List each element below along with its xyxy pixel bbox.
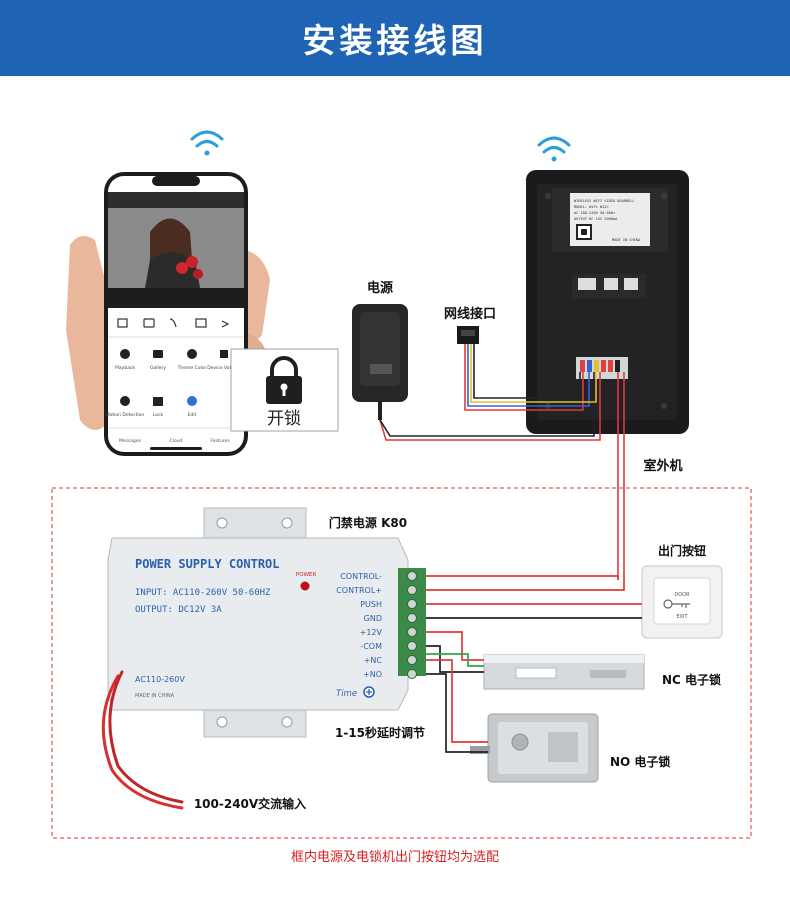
- power-adapter: [352, 304, 408, 420]
- terminal-label: GND: [364, 614, 382, 623]
- sticker-line: OUTPUT DC 15V 2000mA: [574, 217, 618, 221]
- exit-button[interactable]: DOOR EXIT: [641, 565, 723, 639]
- nav-messages[interactable]: Messages: [119, 438, 142, 444]
- terminal-label: CONTROL-: [340, 572, 382, 581]
- unlock-label: 开锁: [267, 409, 301, 429]
- terminal-labels: CONTROL- CONTROL+ PUSH GND +12V -COM +NC…: [336, 572, 382, 679]
- padlock-icon: [266, 356, 302, 404]
- unlock-popup[interactable]: 开锁: [230, 348, 339, 432]
- ac-input-label: 100-240V交流输入: [194, 796, 306, 811]
- menu-lock[interactable]: Lock: [153, 412, 164, 418]
- psu-input-rating: INPUT: AC110-260V 50-60HZ: [135, 588, 271, 598]
- terminal-label: PUSH: [360, 600, 382, 609]
- exit-button-exit-text: EXIT: [676, 614, 688, 620]
- network-port-connector: [457, 326, 479, 344]
- video-feed: [108, 208, 244, 288]
- phone-menu-icons: [120, 349, 228, 406]
- terminal-block: [398, 568, 426, 679]
- banner-title: 安装接线图: [302, 21, 488, 60]
- adapter-label: 电源: [367, 280, 393, 296]
- delay-label: 1-15秒延时调节: [335, 725, 425, 740]
- wifi-icon: [190, 130, 224, 156]
- nc-magnetic-lock: [483, 654, 645, 690]
- time-adjust-knob[interactable]: [363, 686, 375, 698]
- nc-lock-label: NC 电子锁: [662, 672, 721, 687]
- terminal-label: -COM: [360, 642, 382, 651]
- wifi-icon: [537, 136, 571, 162]
- nav-cloud[interactable]: Cloud: [170, 438, 183, 444]
- psu-unit[interactable]: POWER SUPPLY CONTROL INPUT: AC110-260V 5…: [107, 507, 426, 738]
- terminal-label: +NC: [364, 656, 383, 665]
- outdoor-unit: WIRELESS WIFI VIDEO DOORBELL MODEL: WiFi…: [526, 170, 689, 434]
- nav-features[interactable]: Features: [210, 438, 230, 444]
- sticker-line: WIRELESS WIFI VIDEO DOORBELL: [574, 199, 635, 203]
- psu-label: 门禁电源 K80: [329, 515, 407, 530]
- sticker-line: MODEL: WiFi WJ2C: [574, 205, 609, 209]
- sticker-line: MADE IN CHINA: [612, 238, 641, 242]
- phone-bottom-nav: Messages Cloud Features: [119, 438, 230, 444]
- network-port-label: 网线接口: [444, 306, 496, 322]
- phone-control-row: [117, 318, 230, 328]
- psu-output-rating: OUTPUT: DC12V 3A: [135, 605, 222, 615]
- footnote: 框内电源及电锁机出门按钮均为选配: [290, 850, 499, 865]
- psu-title: POWER SUPPLY CONTROL: [135, 557, 280, 571]
- sticker-line: AC 100-240V 50-60Hz: [574, 211, 615, 215]
- psu-output-wiring: [426, 574, 642, 753]
- menu-device-volume[interactable]: Device Volume: [207, 365, 241, 371]
- exit-button-door-text: DOOR: [674, 592, 690, 598]
- no-electric-lock: [470, 713, 599, 783]
- terminal-label: CONTROL+: [336, 586, 382, 595]
- phone-menu-labels: Playback Gallery Theme Color Device Volu…: [106, 365, 241, 418]
- time-label: Time: [336, 689, 357, 699]
- terminal-label: +12V: [360, 628, 383, 637]
- menu-theme-color[interactable]: Theme Color: [177, 365, 207, 371]
- no-lock-label: NO 电子锁: [610, 754, 670, 769]
- menu-edit[interactable]: Edit: [188, 412, 197, 418]
- title-banner: 安装接线图: [0, 0, 790, 76]
- key-icon: [663, 599, 690, 609]
- smartphone: Playback Gallery Theme Color Device Volu…: [104, 172, 248, 456]
- model-sticker-text: WIRELESS WIFI VIDEO DOORBELL MODEL: WiFi…: [574, 199, 641, 242]
- power-led-label: POWER: [296, 572, 317, 578]
- ac-input-cable: [101, 670, 184, 810]
- power-led: [300, 581, 310, 591]
- psu-ac-label: AC110-260V: [135, 675, 185, 684]
- menu-motion-detection[interactable]: Motion Detection: [106, 412, 145, 418]
- terminal-label: +NO: [363, 670, 382, 679]
- wiring-diagram: Playback Gallery Theme Color Device Volu…: [51, 130, 752, 839]
- psu-made-in: MADE IN CHINA: [135, 693, 175, 699]
- outdoor-unit-label: 室外机: [643, 458, 682, 474]
- menu-gallery[interactable]: Gallery: [150, 365, 166, 371]
- menu-playback[interactable]: Playback: [115, 365, 135, 371]
- exit-button-label: 出门按钮: [658, 543, 706, 558]
- top-wiring: [379, 344, 625, 580]
